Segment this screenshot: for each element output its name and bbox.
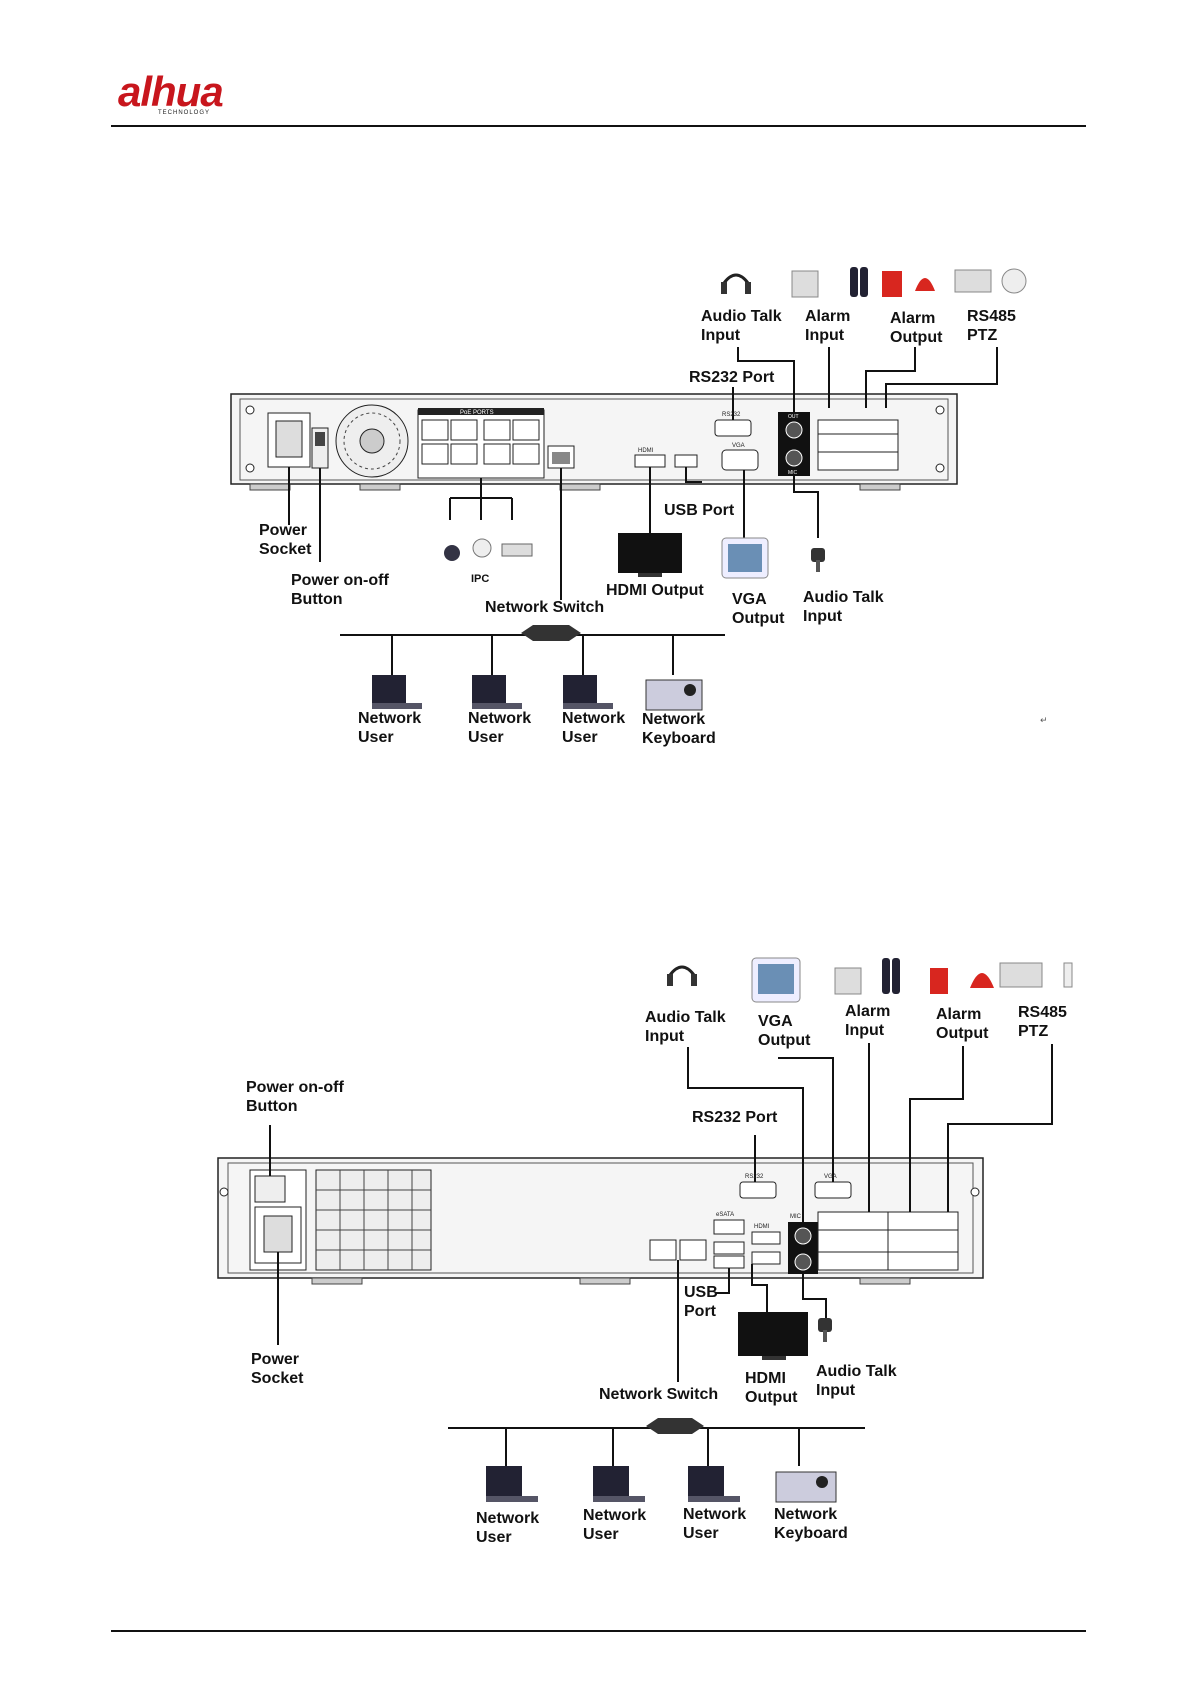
brand-logo: alhua TECHNOLOGY [118,68,258,120]
label-usb-port: USB Port [664,502,735,519]
logo-tagline: TECHNOLOGY [158,110,211,116]
paragraph-mark: ↵ [1040,715,1048,725]
ptz-camera-icon [954,268,1027,294]
network-keyboard-icon [645,679,703,711]
label2-network-switch: Network Switch [599,1386,719,1403]
label2-alarm-output: Alarm Output [936,1006,989,1042]
headset-icon-2 [667,965,697,986]
label-power-button: Power on-off Button [291,572,389,608]
network-user-pc-icons [372,675,613,709]
label-vga-output: VGA Output [732,591,785,627]
alarm-siren-icon [882,271,935,297]
panel-label-poe: PoE PORTS [460,410,494,416]
label2-power-socket: Power Socket [251,1351,304,1387]
label-alarm-output: Alarm Output [890,310,943,346]
panel-label-hdmi: HDMI [638,448,654,454]
panel-label-out: OUT [788,414,799,420]
panel-label-mic-2: MIC [790,1214,802,1220]
hdmi-monitor-icon-2 [738,1312,808,1360]
headset-icon [721,273,751,294]
ipc-camera-icons [444,538,533,561]
label-audio-talk-input: Audio Talk Input [701,308,782,344]
label2-audio-talk-output: Audio Talk Input [816,1363,897,1399]
hdmi-monitor-icon [618,533,682,577]
label2-rs485-ptz: RS485 PTZ [1018,1004,1067,1040]
vga-monitor-icon-2 [751,957,801,1003]
label-ipc: IPC [471,573,490,585]
label2-power-button: Power on-off Button [246,1079,344,1115]
network-switch-icon [521,625,581,641]
label2-rs232-port: RS232 Port [692,1109,778,1126]
label-power-socket: Power Socket [259,522,312,558]
label-hdmi-output: HDMI Output [606,582,704,599]
label-network-user-2: Network User [468,710,532,746]
network-keyboard-icon-2 [775,1471,837,1503]
label-alarm-input: Alarm Input [805,308,851,344]
label-network-user-3: Network User [562,710,626,746]
label2-network-user-3: Network User [683,1506,747,1542]
panel-label-rs232: RS232 [722,412,741,418]
panel-label-vga-2: VGA [824,1174,837,1180]
nvr-rear-panel-1 [230,393,958,491]
alarm-siren-icon-2 [930,968,994,994]
network-user-pc-icons-2 [486,1466,740,1502]
label2-usb-port: USB Port [684,1284,718,1320]
nvr-rear-panel-2 [217,1157,984,1285]
label2-network-user-2: Network User [583,1507,647,1543]
label-audio-talk-output: Audio Talk Input [803,589,884,625]
ptz-camera-icon-2 [999,962,1073,988]
label-network-user-1: Network User [358,710,422,746]
microphone-icon-2 [818,1318,832,1342]
label2-hdmi-output: HDMI Output [745,1370,798,1406]
panel-label-hdmi-2: HDMI [754,1224,770,1230]
microphone-icon [811,548,825,572]
alarm-sensor-icon-2 [834,958,900,995]
panel-label-mic: MIC [788,470,798,476]
panel-label-esata-2: eSATA [716,1212,734,1218]
label2-vga-output: VGA Output [758,1013,811,1049]
logo-wordmark: alhua [118,68,224,115]
label-network-switch: Network Switch [485,599,605,616]
label2-network-keyboard: Network Keyboard [774,1506,848,1542]
label2-audio-talk-input: Audio Talk Input [645,1009,726,1045]
header-rule [111,125,1086,127]
vga-monitor-icon [721,537,769,579]
label2-alarm-input: Alarm Input [845,1003,891,1039]
label-rs232-port: RS232 Port [689,369,775,386]
label-rs485-ptz: RS485 PTZ [967,308,1016,344]
footer-rule [111,1630,1086,1632]
label2-network-user-1: Network User [476,1510,540,1546]
panel-label-rs232-2: RS232 [745,1174,764,1180]
nvr-connection-diagram-1: PoE PORTS RS232 VGA HDMI MIC OUT [230,267,1027,711]
alarm-sensor-icon [791,267,868,298]
label-network-keyboard: Network Keyboard [642,711,716,747]
panel-label-vga: VGA [732,443,745,449]
network-switch-icon-2 [646,1418,704,1434]
